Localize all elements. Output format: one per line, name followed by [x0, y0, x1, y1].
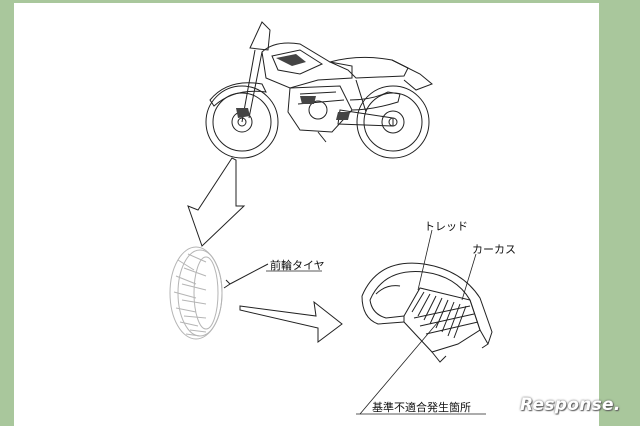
motorcycle-illustration	[205, 21, 433, 159]
defect-callout	[359, 321, 439, 415]
arrow-right	[239, 300, 343, 343]
diagram-sheet	[14, 3, 599, 426]
front-tire-label: 前輪タイヤ	[270, 259, 325, 272]
tread-label: トレッド	[424, 220, 468, 233]
tire-cross-section	[361, 262, 493, 363]
tread-callout	[417, 229, 433, 291]
defect-location-label: 基準不適合発生箇所	[372, 401, 471, 414]
response-watermark: Response.	[520, 395, 621, 415]
motorcycle-shading	[236, 54, 350, 120]
arrow-down	[187, 157, 246, 247]
carcass-label: カーカス	[472, 243, 516, 256]
carcass-callout	[461, 253, 477, 301]
front-tire-callout	[229, 263, 269, 285]
front-tire-illustration	[169, 246, 223, 340]
